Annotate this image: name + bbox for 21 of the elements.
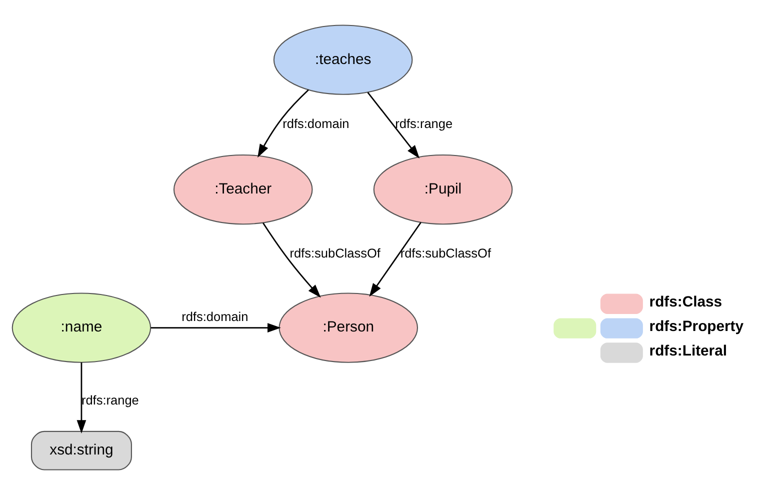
node-ellipse: :Person [278, 292, 418, 363]
node-ellipse: :name [12, 292, 152, 363]
arrow [258, 89, 309, 158]
legend-label: rdfs:Property [649, 319, 744, 336]
arrow [367, 92, 420, 158]
arrow [76, 362, 86, 434]
edge-label: rdfs:subClassOf [400, 246, 492, 261]
edge-label: rdfs:range [395, 116, 453, 131]
edge-label: rdfs:domain [282, 116, 350, 131]
arrow [150, 323, 281, 332]
edge-label: rdfs:domain [182, 308, 248, 324]
node-ellipse: :Pupil [373, 154, 513, 225]
node-ellipse: :Teacher [173, 154, 313, 225]
node-box: xsd:string [30, 430, 132, 470]
edge-label: rdfs:range [81, 392, 139, 408]
node-ellipse: :teaches [273, 24, 413, 95]
legend-label: rdfs:Literal [649, 344, 728, 360]
arrow [262, 222, 321, 298]
edge-label: rdfs:subClassOf [290, 246, 380, 261]
arrow [369, 222, 422, 297]
legend-label: rdfs:Class [649, 294, 722, 311]
